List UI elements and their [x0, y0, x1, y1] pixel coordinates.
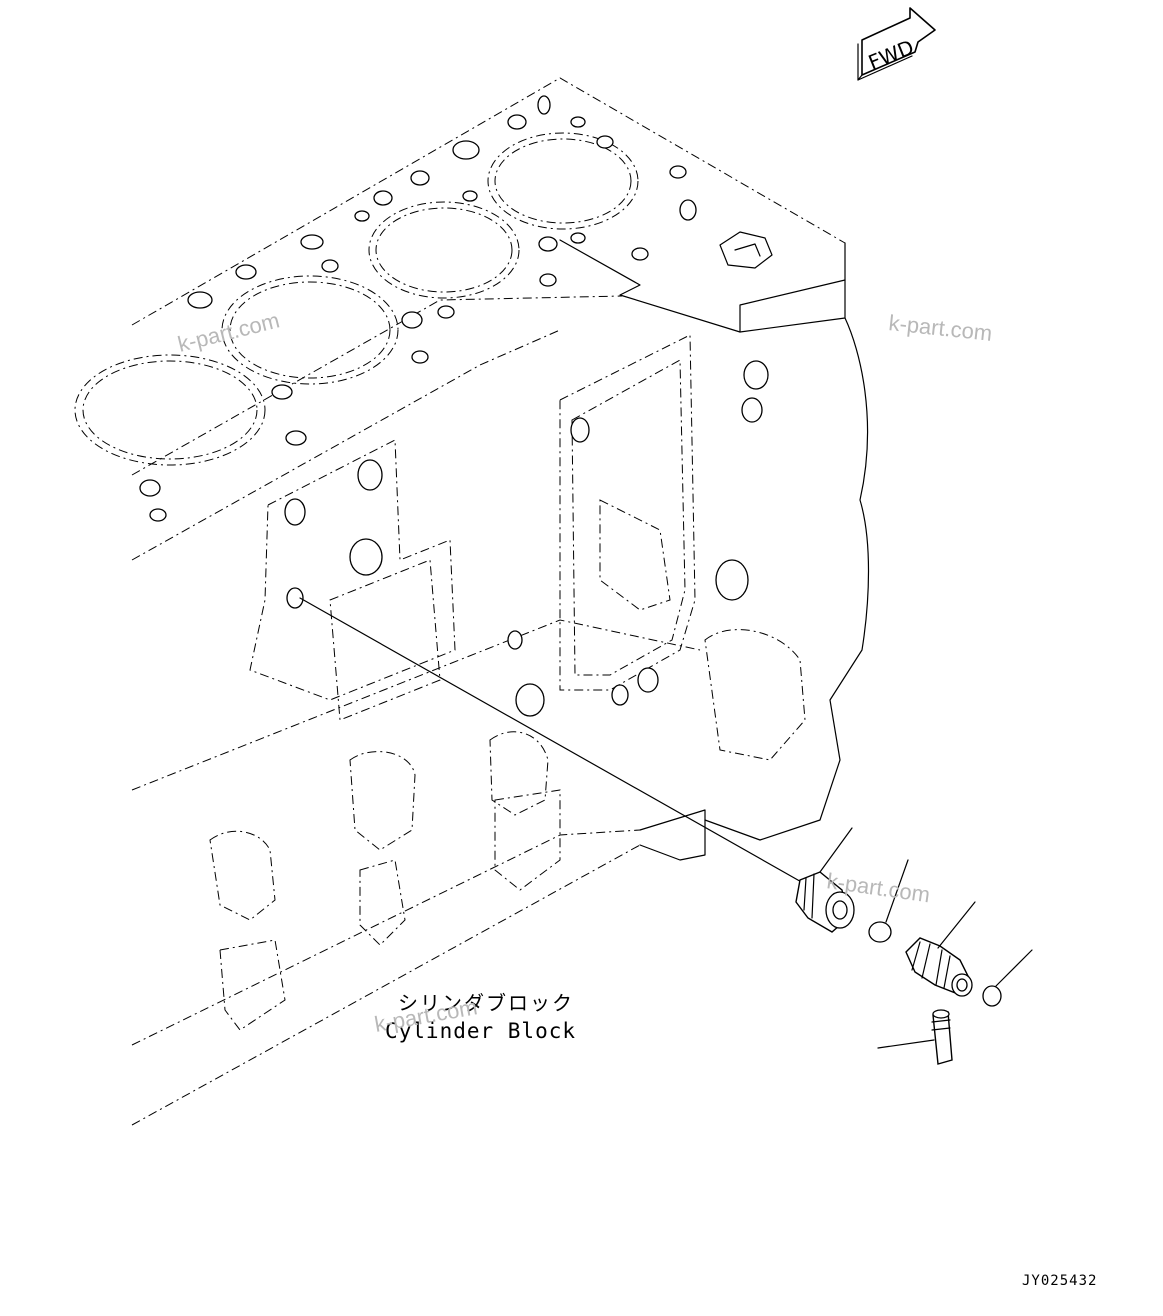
- leader-adapter: [819, 827, 853, 873]
- o-ring-2: [982, 985, 1002, 1007]
- sensor-assembly: [299, 597, 1033, 1065]
- fwd-label: FWD: [865, 35, 917, 75]
- leader-o-ring-1: [885, 859, 909, 923]
- leader-line: [299, 597, 813, 889]
- part-label-english: Cylinder Block: [385, 1019, 576, 1043]
- watermark-1: k-part.com: [175, 307, 282, 356]
- cylinder-block-outline: [131, 77, 870, 1126]
- adapter-part: [795, 871, 855, 933]
- drawing-code: JY025432: [1022, 1273, 1097, 1289]
- pressure-sensor-part: [905, 937, 973, 997]
- part-label-japanese: シリンダブロック: [398, 991, 574, 1015]
- leader-sensor: [937, 901, 976, 949]
- lower-block-features: [209, 499, 806, 1031]
- leader-o-ring-2: [995, 949, 1033, 987]
- leader-connector: [877, 1039, 935, 1049]
- deck-bolt-holes: [139, 95, 697, 522]
- cylinder-bores: [74, 132, 639, 466]
- fwd-arrow-icon: FWD: [857, 7, 936, 81]
- o-ring-1: [868, 921, 892, 943]
- connector-part: [931, 1009, 953, 1065]
- block-ports: [284, 231, 773, 717]
- watermark-2: k-part.com: [887, 310, 993, 346]
